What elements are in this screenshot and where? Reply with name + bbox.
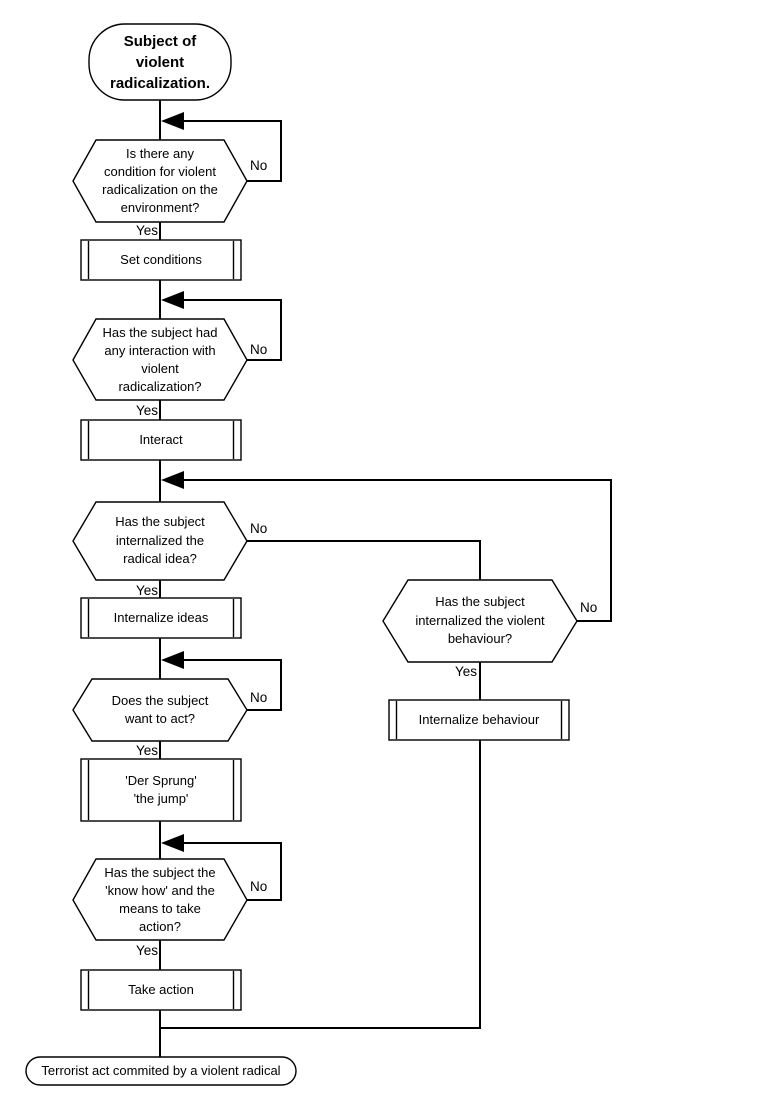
- edge-knowhow-no-loop: [164, 842, 282, 901]
- edge-label-yes-interaction: Yes: [135, 403, 158, 418]
- edge-interaction-no-loop: [164, 299, 282, 361]
- decision-interaction-shape: [72, 318, 248, 401]
- edge-label-no-interaction: No: [250, 342, 268, 357]
- subprocess-internalize-behaviour-shape: [388, 699, 570, 741]
- start-terminator-label: Subject of violent radicalization.: [109, 32, 211, 92]
- subprocess-dersprung-label: 'Der Sprung' 'the jump': [125, 772, 197, 807]
- subprocess-setconditions-label: Set conditions: [120, 251, 202, 267]
- edges: [159, 100, 612, 1058]
- subprocess-internalize-ideas-label: Internalize ideas: [113, 609, 209, 625]
- decision-wantact-label: Does the subject want to act?: [111, 692, 209, 727]
- subprocess-takeaction-shape: [80, 969, 242, 1011]
- decision-behaviour-shape: [382, 579, 578, 663]
- edge-label-no-conditions: No: [250, 158, 268, 173]
- edge-label-yes-idea: Yes: [135, 583, 158, 598]
- decision-knowhow-label: Has the subject the 'know how' and the m…: [104, 864, 216, 934]
- edge-label-yes-knowhow: Yes: [135, 943, 158, 958]
- decision-interaction-label: Has the subject had any interaction with…: [102, 324, 218, 394]
- arrowhead-conditions-no: [161, 112, 184, 130]
- arrowhead-behaviour-no: [161, 471, 184, 489]
- decision-idea-label: Has the subject internalized the radical…: [115, 514, 205, 567]
- decision-wantact-shape: [72, 678, 248, 742]
- decision-conditions-label: Is there any condition for violent radic…: [102, 146, 218, 215]
- edge-wantact-no-loop: [164, 659, 282, 711]
- subprocess-setconditions-shape: [80, 239, 242, 281]
- decision-conditions-shape: [72, 139, 248, 223]
- decision-knowhow-shape: [72, 858, 248, 941]
- arrowheads: [161, 112, 184, 852]
- subprocess-internalize-behaviour-label: Internalize behaviour: [418, 711, 540, 727]
- edge-label-yes-behaviour: Yes: [454, 664, 477, 679]
- subprocess-interact-label: Interact: [139, 431, 183, 447]
- edge-behaviour-to-join: [161, 738, 481, 1029]
- subprocess-internalize-ideas-shape: [80, 597, 242, 639]
- decision-idea-shape: [72, 501, 248, 581]
- arrowhead-knowhow-no: [161, 834, 184, 852]
- edge-label-yes-conditions: Yes: [135, 223, 158, 238]
- subprocess-takeaction-label: Take action: [128, 981, 194, 997]
- edge-behaviour-no-loop: [164, 479, 612, 622]
- subprocess-dersprung-shape: [80, 758, 242, 822]
- start-terminator-shape: [88, 23, 232, 101]
- subprocess-interact-shape: [80, 419, 242, 461]
- edge-label-yes-wantact: Yes: [135, 743, 158, 758]
- end-terminator-label: Terrorist act commited by a violent radi…: [41, 1063, 281, 1078]
- edge-label-no-behaviour: No: [580, 600, 598, 615]
- edge-conditions-no-loop: [164, 120, 282, 182]
- edge-label-no-knowhow: No: [250, 879, 268, 894]
- node-shapes: [25, 23, 578, 1086]
- edge-idea-no: [245, 540, 481, 581]
- arrowhead-wantact-no: [161, 651, 184, 669]
- decision-behaviour-label: Has the subject internalized the violent…: [415, 594, 545, 647]
- arrowhead-interaction-no: [161, 291, 184, 309]
- edge-label-no-idea: No: [250, 521, 268, 536]
- end-terminator-shape: [25, 1056, 297, 1086]
- edge-label-no-wantact: No: [250, 690, 268, 705]
